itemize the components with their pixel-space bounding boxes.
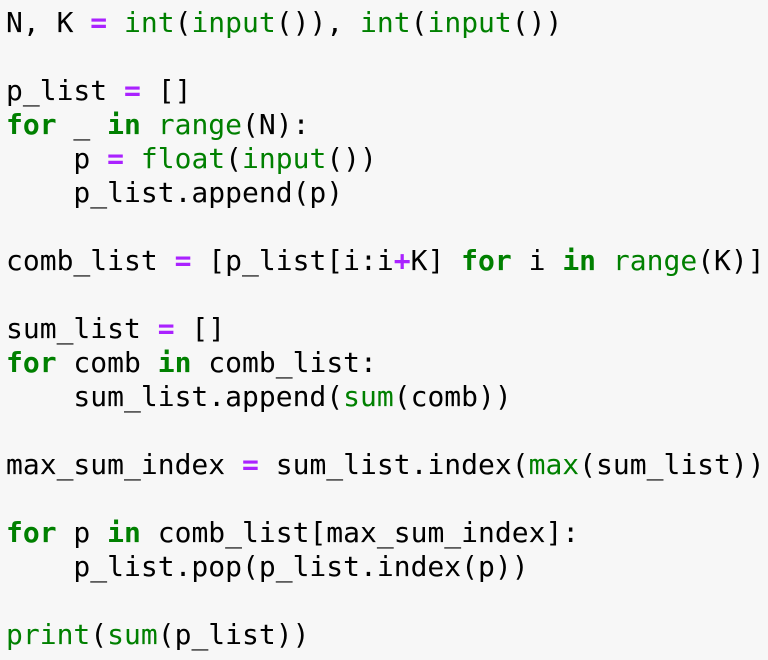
code-line — [6, 482, 768, 516]
code-line: N, K = int(input()), int(input()) — [6, 6, 768, 40]
text-token: i — [511, 244, 563, 277]
code-line — [6, 40, 768, 74]
text-token — [596, 244, 613, 277]
text-token: (comb)) — [393, 380, 512, 413]
keyword-token: for — [6, 346, 57, 379]
text-token: ( — [174, 6, 192, 39]
text-token: comb_list: — [191, 346, 377, 379]
operator-token: = — [174, 244, 192, 277]
code-line — [6, 278, 768, 312]
keyword-token: for — [6, 516, 57, 549]
text-token: p — [6, 142, 108, 175]
text-token: p_list — [6, 74, 125, 107]
text-token: sum_list.index( — [258, 448, 529, 481]
builtin-token: int — [360, 6, 411, 39]
text-token: _ — [56, 108, 108, 141]
code-line — [6, 414, 768, 448]
text-token: p — [56, 516, 108, 549]
text-token — [141, 108, 158, 141]
text-token: ( — [90, 618, 108, 651]
code-line: for _ in range(N): — [6, 108, 768, 142]
code-line — [6, 210, 768, 244]
text-token: ()) — [326, 142, 377, 175]
code-line: p = float(input()) — [6, 142, 768, 176]
code-line: max_sum_index = sum_list.index(max(sum_l… — [6, 448, 768, 482]
text-token: ()), — [275, 6, 361, 39]
text-token: p_list.pop(p_list.index(p)) — [6, 550, 529, 583]
text-token: [p_list[i:i — [191, 244, 394, 277]
builtin-token: range — [157, 108, 243, 141]
code-line: p_list = [] — [6, 74, 768, 108]
text-token: comb_list[max_sum_index]: — [140, 516, 580, 549]
text-token: ()) — [511, 6, 563, 39]
text-token: (K)] — [697, 244, 765, 277]
text-token: (N): — [242, 108, 310, 141]
text-token: (p_list)) — [157, 618, 310, 651]
code-line: sum_list = [] — [6, 312, 768, 346]
text-token: comb_list — [6, 244, 175, 277]
text-token: N, K — [6, 6, 91, 39]
code-line: comb_list = [p_list[i:i+K] for i in rang… — [6, 244, 768, 278]
builtin-token: range — [612, 244, 698, 277]
text-token — [124, 142, 141, 175]
keyword-token: in — [562, 244, 597, 277]
builtin-token: sum — [343, 380, 394, 413]
code-line: sum_list.append(sum(comb)) — [6, 380, 768, 414]
text-token: p_list.append(p) — [6, 176, 344, 209]
code-line: p_list.append(p) — [6, 176, 768, 210]
builtin-token: input — [242, 142, 327, 175]
builtin-token: input — [427, 6, 512, 39]
code-line: for p in comb_list[max_sum_index]: — [6, 516, 768, 550]
text-token: sum_list.append( — [6, 380, 344, 413]
operator-token: = — [124, 74, 141, 107]
builtin-token: input — [191, 6, 276, 39]
builtin-token: float — [140, 142, 226, 175]
text-token: comb — [56, 346, 158, 379]
builtin-token: print — [6, 618, 91, 651]
builtin-token: int — [124, 6, 175, 39]
builtin-token: sum — [107, 618, 158, 651]
code-line: print(sum(p_list)) — [6, 618, 768, 652]
keyword-token: in — [107, 108, 141, 141]
keyword-token: for — [461, 244, 512, 277]
operator-token: = — [90, 6, 108, 39]
text-token: (sum_list)) — [579, 448, 765, 481]
text-token: [] — [140, 74, 192, 107]
operator-token: = — [242, 448, 259, 481]
operator-token: + — [393, 244, 411, 277]
text-token: max_sum_index — [6, 448, 243, 481]
code-block[interactable]: N, K = int(input()), int(input())p_list … — [6, 6, 768, 652]
code-line: p_list.pop(p_list.index(p)) — [6, 550, 768, 584]
builtin-token: max — [528, 448, 580, 481]
keyword-token: for — [6, 108, 57, 141]
keyword-token: in — [157, 346, 192, 379]
text-token: [] — [174, 312, 226, 345]
text-token: ( — [225, 142, 243, 175]
code-line: for comb in comb_list: — [6, 346, 768, 380]
text-token: ( — [410, 6, 428, 39]
operator-token: = — [107, 142, 125, 175]
text-token: K] — [410, 244, 462, 277]
operator-token: = — [157, 312, 175, 345]
text-token: sum_list — [6, 312, 158, 345]
keyword-token: in — [107, 516, 141, 549]
text-token — [107, 6, 124, 39]
code-line — [6, 584, 768, 618]
